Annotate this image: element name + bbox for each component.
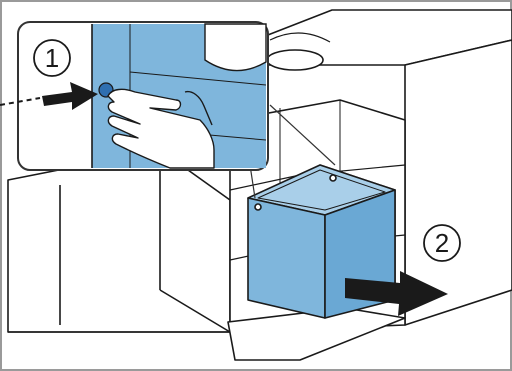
step-1-number: 1 (45, 43, 59, 73)
left-cabinet (8, 150, 230, 332)
step-1-badge: 1 (34, 40, 70, 76)
step-2-badge: 2 (424, 225, 460, 261)
step-2-number: 2 (435, 228, 449, 258)
drawer-front-face (248, 198, 325, 318)
sink-bowl (267, 50, 323, 70)
